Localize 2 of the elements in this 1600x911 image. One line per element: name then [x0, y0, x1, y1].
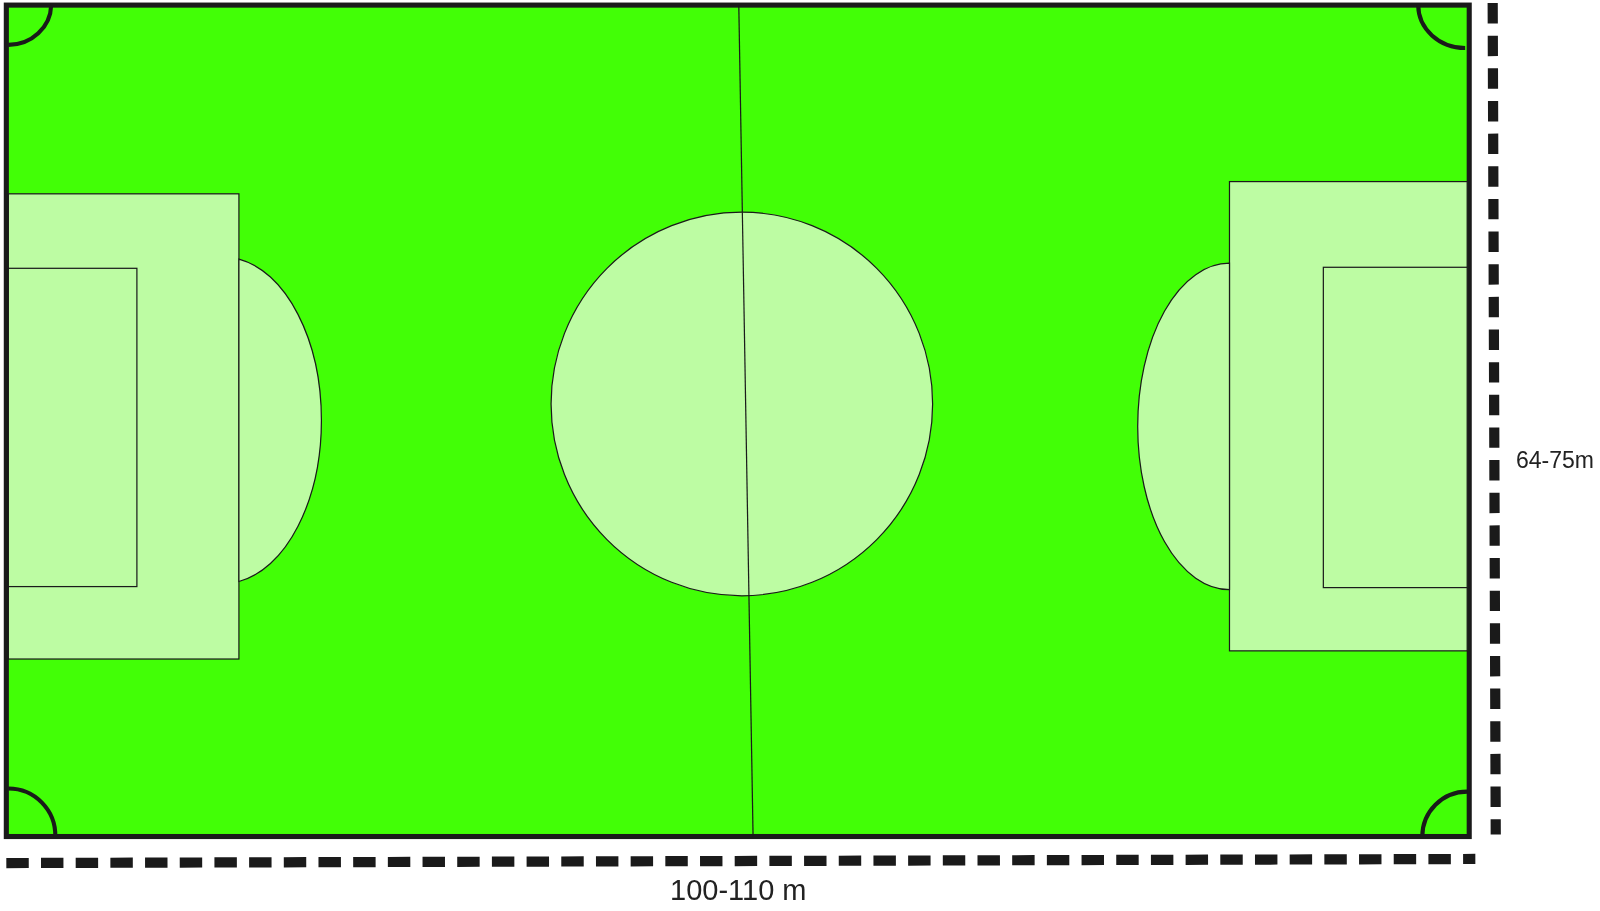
dimension-label: 100-110 m — [670, 876, 807, 905]
dimension-label: 64-75m — [1516, 449, 1594, 472]
